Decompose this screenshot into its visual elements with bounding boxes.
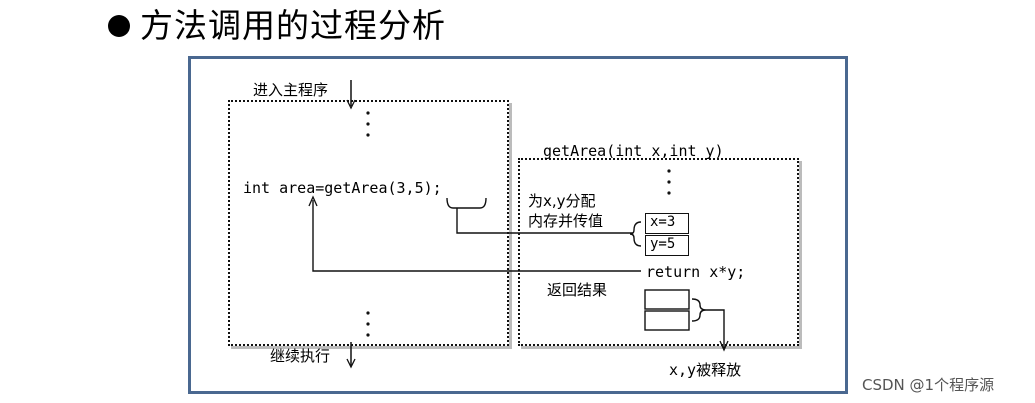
method-signature: getArea(int x,int y) <box>543 142 724 160</box>
ellipsis-dot <box>366 133 370 137</box>
slide-heading: 方法调用的过程分析 <box>108 4 446 48</box>
method-box <box>518 158 799 346</box>
ellipsis-dot <box>366 122 370 126</box>
continue-label: 继续执行 <box>270 347 331 365</box>
release-arrow-head <box>719 340 729 352</box>
main-program-box <box>228 100 509 346</box>
release-label: x,y被释放 <box>669 361 742 379</box>
release-brace <box>691 298 707 322</box>
param-x-box: x=3 <box>645 213 689 234</box>
released-box <box>644 289 690 310</box>
ellipsis-dot <box>366 322 370 326</box>
return-line <box>312 200 641 272</box>
enter-arrow-head <box>346 99 356 110</box>
ellipsis-dot <box>667 180 671 184</box>
pass-value-line <box>456 208 633 234</box>
released-box <box>644 310 690 331</box>
call-statement: int area=getArea(3,5); <box>243 179 442 197</box>
args-bracket <box>446 197 487 209</box>
alloc-label-line1: 为x,y分配 <box>528 192 596 210</box>
return-statement: return x*y; <box>644 263 746 281</box>
return-arrow-head <box>308 195 318 207</box>
params-brace <box>629 221 642 247</box>
watermark: CSDN @1个程序源 <box>862 376 995 394</box>
continue-arrow-head <box>346 358 356 369</box>
alloc-label-line2: 内存并传值 <box>528 212 604 230</box>
enter-main-label: 进入主程序 <box>253 81 329 99</box>
return-result-label: 返回结果 <box>547 281 608 299</box>
release-line <box>706 309 725 348</box>
param-y-box: y=5 <box>645 235 689 256</box>
ellipsis-dot <box>667 191 671 195</box>
ellipsis-dot <box>366 311 370 315</box>
ellipsis-dot <box>366 333 370 337</box>
ellipsis-dot <box>366 111 370 115</box>
heading-text: 方法调用的过程分析 <box>140 6 446 45</box>
bullet-icon <box>108 15 130 37</box>
ellipsis-dot <box>667 169 671 173</box>
